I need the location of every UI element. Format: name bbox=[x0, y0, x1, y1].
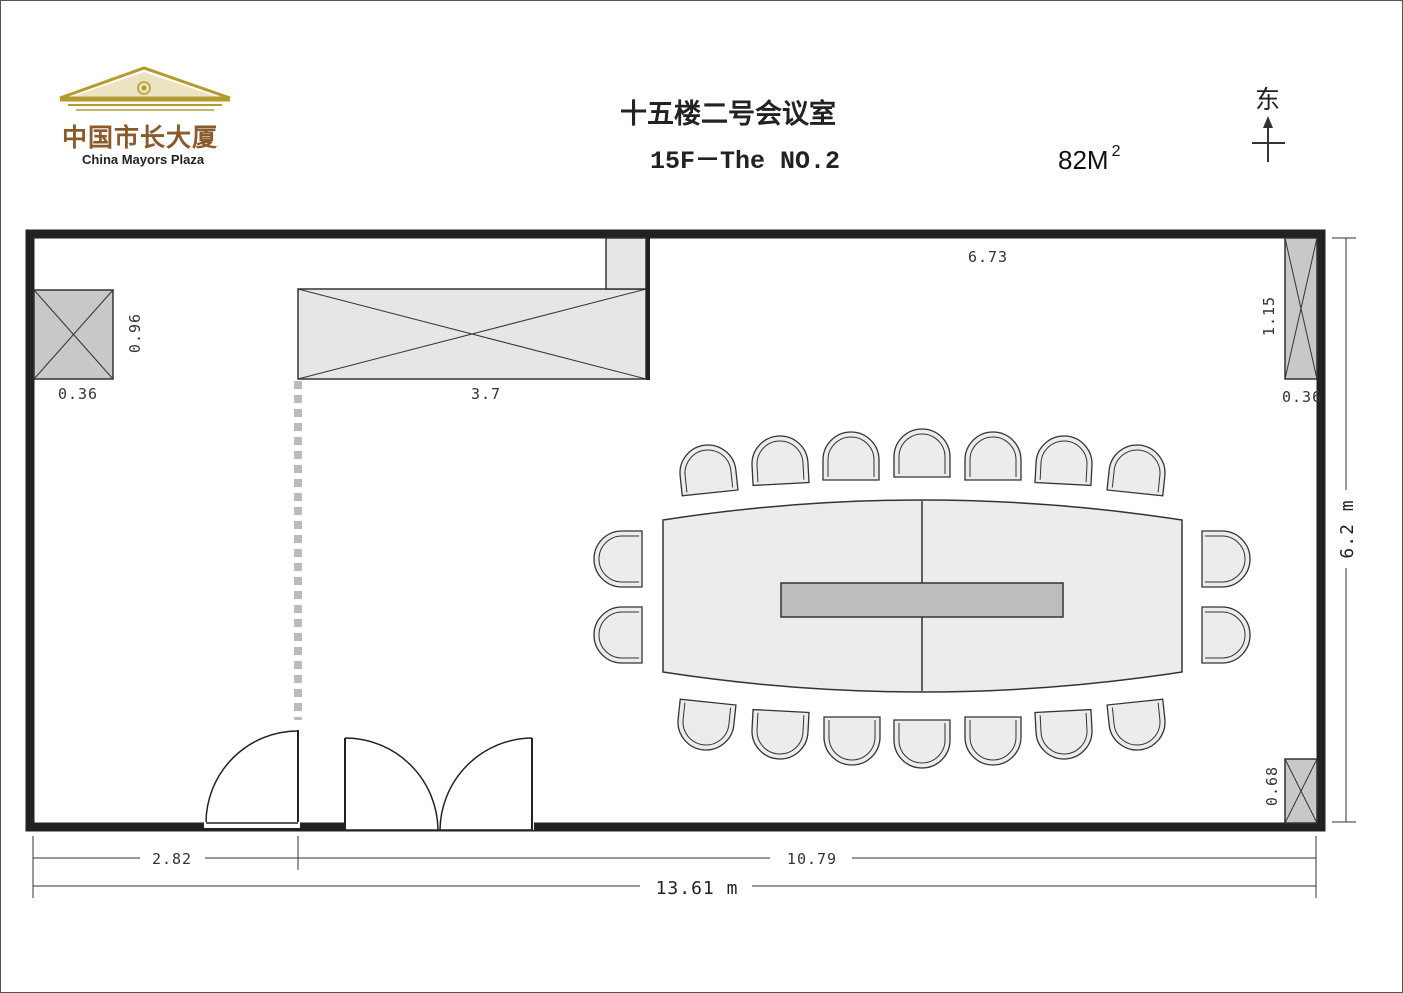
bottom-dimension-lines bbox=[32, 836, 1317, 898]
dim-column-right-h: 1.15 bbox=[1260, 296, 1278, 336]
area-value: 82M bbox=[1058, 145, 1109, 175]
chair-icon bbox=[593, 606, 643, 664]
chair-icon bbox=[677, 698, 737, 751]
chair-icon bbox=[823, 716, 881, 766]
pavilion-roof-logo bbox=[59, 66, 231, 111]
room-title-cn: 十五楼二号会议室 bbox=[620, 99, 836, 130]
room-outer-wall bbox=[25, 229, 1326, 832]
chair-icon bbox=[893, 719, 951, 769]
dim-room-height: 6.2 m bbox=[1337, 499, 1358, 558]
chair-icon bbox=[1034, 708, 1093, 760]
double-door-icon bbox=[344, 737, 534, 831]
bottom-right-column-icon bbox=[1284, 758, 1318, 824]
chair-icon bbox=[964, 431, 1022, 481]
brand-name-en: China Mayors Plaza bbox=[82, 152, 205, 167]
area-unit-sup: 2 bbox=[1111, 143, 1121, 160]
dim-bottom-left-span: 2.82 bbox=[152, 850, 192, 868]
chair-icon bbox=[1201, 530, 1251, 588]
dim-bottom-right-h: 0.68 bbox=[1263, 766, 1281, 806]
dim-top-right-span: 6.73 bbox=[968, 248, 1008, 266]
cabinet-icon bbox=[297, 237, 650, 380]
dim-column-left-w: 0.36 bbox=[58, 385, 98, 403]
room-height-dimension bbox=[1332, 237, 1356, 823]
chair-icon bbox=[593, 530, 643, 588]
chair-icon bbox=[964, 716, 1022, 766]
dim-column-left-h: 0.96 bbox=[126, 313, 144, 353]
chair-icon bbox=[822, 431, 880, 481]
chairs-group bbox=[593, 428, 1251, 769]
dim-room-width: 13.61 m bbox=[656, 878, 739, 899]
chair-icon bbox=[751, 435, 810, 487]
right-column-icon bbox=[1284, 237, 1318, 380]
left-column-icon bbox=[33, 289, 114, 380]
compass-label: 东 bbox=[1255, 85, 1281, 114]
room-title-en: 15F－The NO.2 bbox=[650, 147, 841, 176]
dim-bottom-right-span: 10.79 bbox=[787, 850, 837, 868]
dim-column-right-w: 0.36 bbox=[1282, 388, 1322, 406]
chair-icon bbox=[1034, 435, 1093, 487]
chair-icon bbox=[1201, 606, 1251, 664]
single-door-icon bbox=[204, 730, 300, 828]
chair-icon bbox=[679, 444, 739, 497]
brand-name-cn: 中国市长大厦 bbox=[62, 123, 219, 152]
chair-icon bbox=[751, 708, 810, 760]
north-arrow-icon bbox=[1252, 116, 1285, 162]
chair-icon bbox=[893, 428, 951, 478]
chair-icon bbox=[1106, 698, 1166, 751]
dim-cabinet-w: 3.7 bbox=[471, 385, 501, 403]
chair-icon bbox=[1106, 444, 1166, 497]
conference-table-icon bbox=[662, 499, 1183, 693]
